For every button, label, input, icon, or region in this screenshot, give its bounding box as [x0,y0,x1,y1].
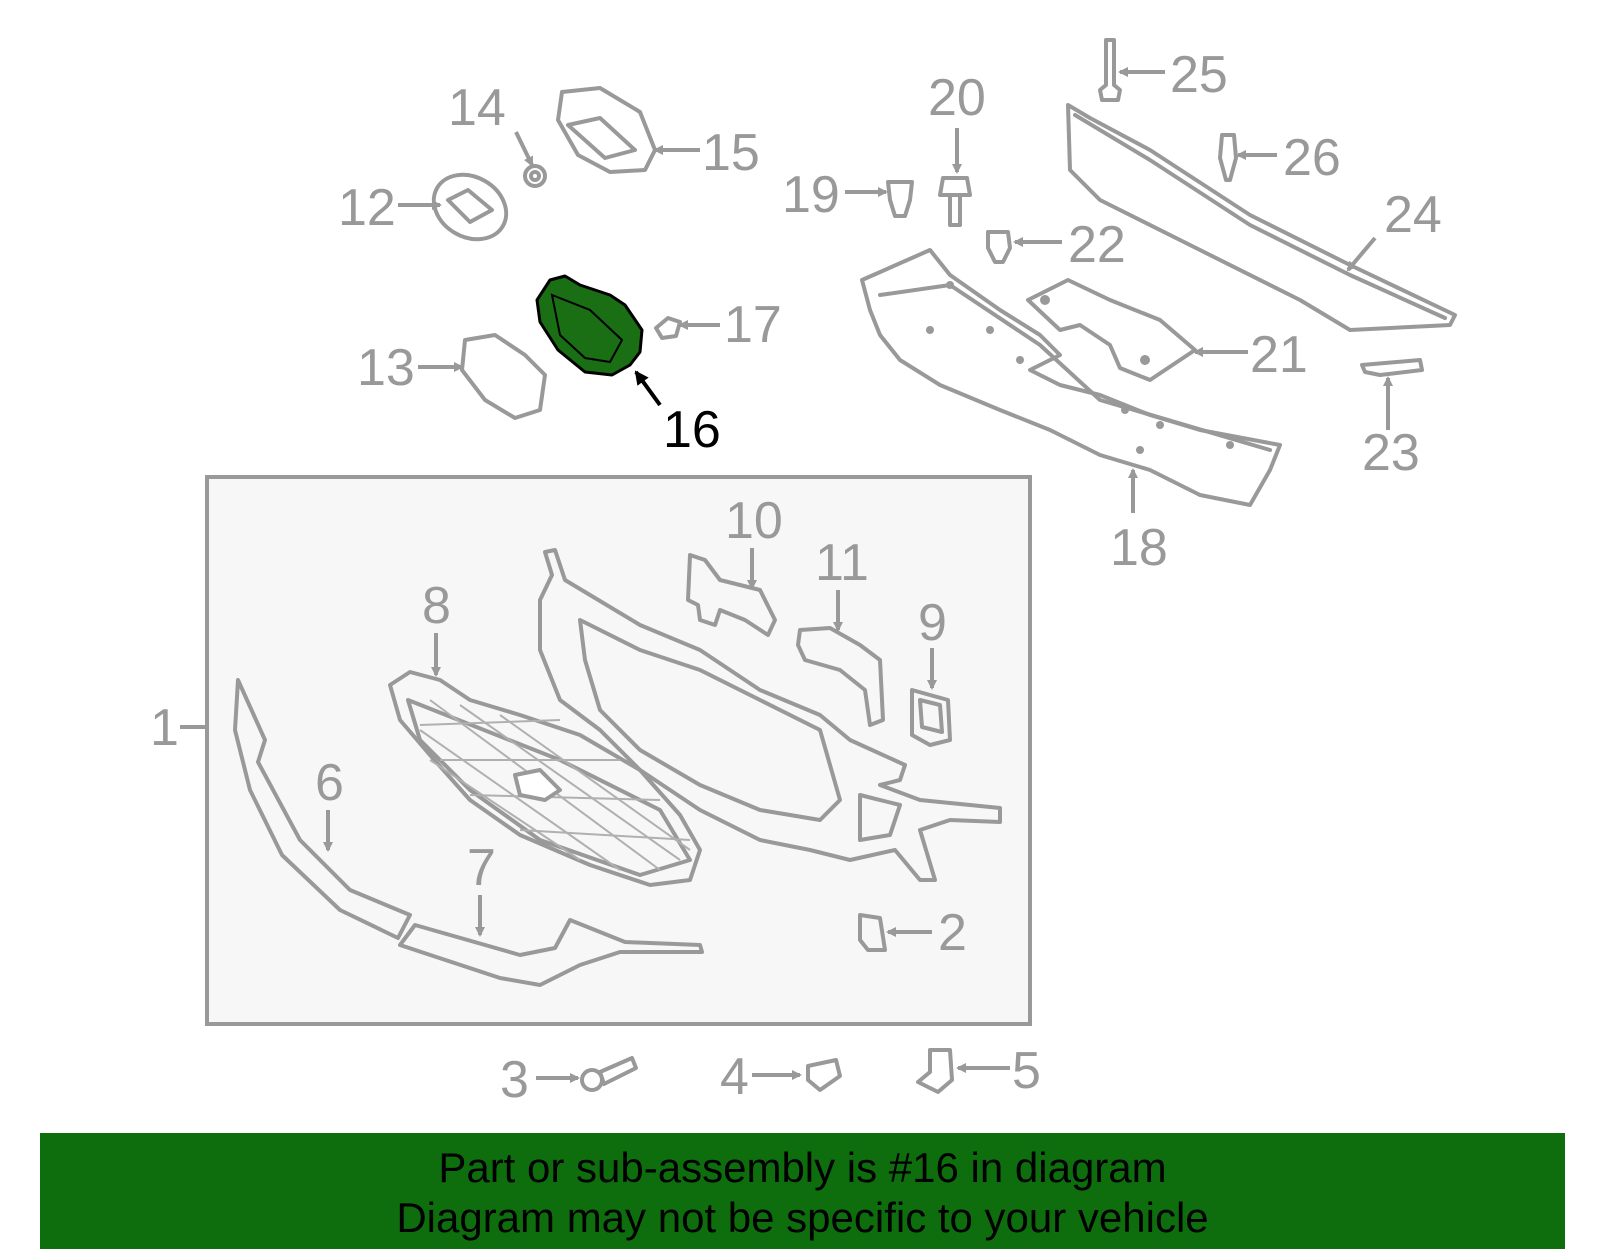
part-8-mesh-grille[interactable] [388,670,702,887]
part-12-emblem[interactable] [422,162,518,252]
part-23-bracket[interactable] [1360,358,1424,377]
callout-3[interactable]: 3 [500,1051,529,1109]
part-11-bracket[interactable] [796,626,885,727]
callout-20[interactable]: 20 [928,69,986,127]
callout-18[interactable]: 18 [1110,519,1168,577]
callout-19[interactable]: 19 [782,166,840,224]
callout-17[interactable]: 17 [724,296,782,354]
part-21-plate[interactable] [1026,278,1197,382]
callout-25[interactable]: 25 [1170,46,1228,104]
info-banner: Part or sub-assembly is #16 in diagram D… [40,1133,1565,1249]
callout-9[interactable]: 9 [918,594,947,652]
part-25-bolt[interactable] [1098,38,1122,102]
callout-26[interactable]: 26 [1283,129,1341,187]
callout-23[interactable]: 23 [1362,424,1420,482]
callout-1[interactable]: 1 [150,699,179,757]
callout-10[interactable]: 10 [725,492,783,550]
callout-labels: 1 2 3 4 5 6 7 8 9 10 11 12 13 14 15 16 1… [150,46,1442,1109]
part-7-molding-strip[interactable] [398,918,704,987]
part-15-emblem[interactable] [556,86,657,174]
part-6-lower-molding[interactable] [233,678,412,940]
part-4-clip[interactable] [806,1058,842,1092]
part-16-emblem-housing[interactable] [535,274,644,377]
callout-7[interactable]: 7 [467,839,496,897]
callout-4[interactable]: 4 [720,1048,749,1106]
callout-13[interactable]: 13 [357,339,415,397]
part-17-clip[interactable] [654,316,682,340]
leader-lines [180,67,1393,1083]
callout-11[interactable]: 11 [815,534,869,592]
callout-16[interactable]: 16 [663,401,721,459]
part-20-bolt[interactable] [938,176,972,227]
callout-15[interactable]: 15 [702,124,760,182]
part-19-push-pin[interactable] [886,180,914,218]
part-26-clip[interactable] [1218,133,1238,182]
part-14-nut[interactable] [523,164,547,188]
part-2-clip[interactable] [858,913,887,952]
part-18-radiator-support[interactable] [860,248,1282,507]
part-13-emblem-cover[interactable] [460,333,547,420]
callout-24[interactable]: 24 [1384,186,1442,244]
callout-8[interactable]: 8 [422,577,451,635]
part-5-bracket[interactable] [916,1048,954,1094]
callout-6[interactable]: 6 [315,754,344,812]
banner-line-2: Diagram may not be specific to your vehi… [396,1194,1209,1241]
part-10-bracket[interactable] [686,553,777,637]
callout-2[interactable]: 2 [938,904,967,962]
grille-frame[interactable] [538,548,1002,882]
parts-diagram: 1 2 3 4 5 6 7 8 9 10 11 12 13 14 15 16 1… [150,38,1457,1109]
callout-22[interactable]: 22 [1068,216,1126,274]
callout-21[interactable]: 21 [1250,326,1308,384]
callout-5[interactable]: 5 [1012,1042,1041,1100]
part-3-bolt[interactable] [580,1056,638,1092]
part-24-upper-cover[interactable] [1066,103,1457,332]
callout-14[interactable]: 14 [448,79,506,137]
banner-line-1: Part or sub-assembly is #16 in diagram [438,1144,1167,1191]
part-22-push-pin[interactable] [986,230,1012,264]
callout-12[interactable]: 12 [338,179,396,237]
part-9-clip[interactable] [910,688,952,747]
